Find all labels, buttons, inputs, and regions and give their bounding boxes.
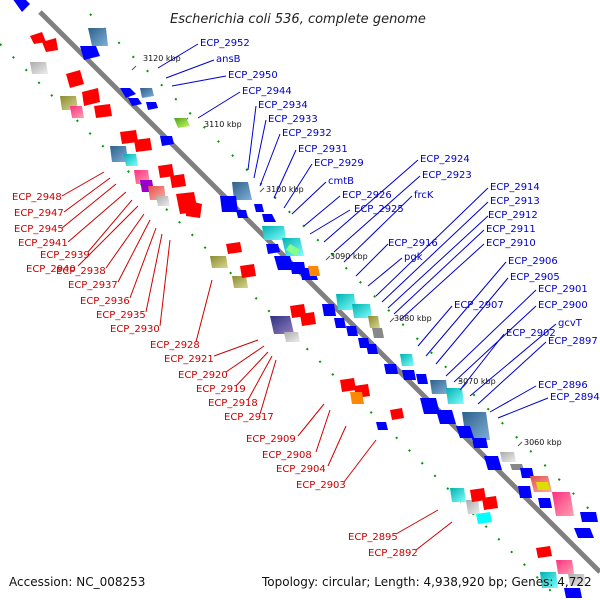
gene-label[interactable]: ECP_2923 <box>422 170 472 181</box>
gene-label[interactable]: ECP_2932 <box>282 128 332 139</box>
label-lines-red <box>61 171 453 551</box>
gene-label[interactable]: ECP_2900 <box>538 300 588 311</box>
gene-label[interactable]: ECP_2947 <box>14 208 64 219</box>
label-lines-blue <box>157 43 557 419</box>
gene-label[interactable]: gcvT <box>558 318 583 329</box>
gene-label[interactable]: ECP_2911 <box>486 224 536 235</box>
gene-label[interactable]: ECP_2952 <box>200 38 250 49</box>
gene-label[interactable]: ECP_2895 <box>348 532 398 543</box>
gene-label[interactable]: ECP_2938 <box>56 266 106 277</box>
gene-label[interactable]: ECP_2941 <box>18 238 68 249</box>
tick-label: 3070 kbp <box>458 377 496 386</box>
gene-label[interactable]: ECP_2892 <box>368 548 418 559</box>
gene-label[interactable]: ECP_2926 <box>342 190 392 201</box>
gene-label[interactable]: ECP_2948 <box>12 192 62 203</box>
gene-label[interactable]: ECP_2897 <box>548 336 598 347</box>
gene-label[interactable]: pgk <box>404 252 423 263</box>
accession-text: Accession: NC_008253 <box>9 575 145 589</box>
gene-label[interactable]: ECP_2908 <box>262 450 312 461</box>
gene-label[interactable]: ECP_2939 <box>40 250 90 261</box>
gene-label[interactable]: ECP_2918 <box>208 398 258 409</box>
gene-label[interactable]: frcK <box>414 190 434 201</box>
gene-label[interactable]: ECP_2912 <box>488 210 538 221</box>
gene-label[interactable]: ECP_2909 <box>246 434 296 445</box>
gene-label[interactable]: ECP_2930 <box>110 324 160 335</box>
tick-label: 3100 kbp <box>266 185 304 194</box>
gene-label[interactable]: ansB <box>216 54 241 65</box>
gene-label[interactable]: ECP_2905 <box>510 272 560 283</box>
gene-label[interactable]: ECP_2924 <box>420 154 470 165</box>
gene-label[interactable]: ECP_2917 <box>224 412 274 423</box>
gene-label[interactable]: ECP_2934 <box>258 100 308 111</box>
gene-label[interactable]: ECP_2914 <box>490 182 540 193</box>
reverse-genes <box>30 32 586 586</box>
topology-text: Topology: circular; Length: 4,938,920 bp… <box>261 575 592 589</box>
tick-label: 3090 kbp <box>330 252 368 261</box>
gene-label[interactable]: ECP_2919 <box>196 384 246 395</box>
gene-label[interactable]: ECP_2894 <box>550 392 600 403</box>
gene-label[interactable]: ECP_2937 <box>68 280 118 291</box>
gene-label[interactable]: ECP_2913 <box>490 196 540 207</box>
gene-label[interactable]: ECP_2906 <box>508 256 558 267</box>
gene-label[interactable]: ECP_2903 <box>296 480 346 491</box>
gene-label[interactable]: ECP_2950 <box>228 70 278 81</box>
gene-label[interactable]: ECP_2901 <box>538 284 588 295</box>
gene-label[interactable]: ECP_2910 <box>486 238 536 249</box>
gene-label[interactable]: ECP_2936 <box>80 296 130 307</box>
gene-labels-red: ECP_2948 ECP_2947 ECP_2945 ECP_2941 ECP_… <box>12 192 418 559</box>
tick-label: 3110 kbp <box>204 120 242 129</box>
gene-label[interactable]: ECP_2916 <box>388 238 438 249</box>
tick-label: 3120 kbp <box>143 54 181 63</box>
map-title: Escherichia coli 536, complete genome <box>170 12 426 27</box>
gene-label[interactable]: ECP_2920 <box>178 370 228 381</box>
tick-marks <box>131 65 523 447</box>
gene-label[interactable]: ECP_2945 <box>14 224 64 235</box>
gene-label[interactable]: ECP_2921 <box>164 354 214 365</box>
gene-label[interactable]: ECP_2935 <box>96 310 146 321</box>
gene-label[interactable]: ECP_2944 <box>242 86 292 97</box>
gene-label[interactable]: ECP_2907 <box>454 300 504 311</box>
gene-label[interactable]: ECP_2902 <box>506 328 556 339</box>
gene-label[interactable]: ECP_2896 <box>538 380 588 391</box>
gene-labels-blue: ECP_2952 ansB ECP_2950 ECP_2944 ECP_2934… <box>200 38 600 403</box>
forward-genes <box>13 0 598 598</box>
gene-label[interactable]: ECP_2904 <box>276 464 326 475</box>
gene-label[interactable]: ECP_2931 <box>298 144 348 155</box>
gene-label[interactable]: ECP_2928 <box>150 340 200 351</box>
gene-label[interactable]: ECP_2933 <box>268 114 318 125</box>
gene-label[interactable]: ECP_2925 <box>354 204 404 215</box>
gene-label[interactable]: cmtB <box>328 176 354 187</box>
gene-label[interactable]: ECP_2929 <box>314 158 364 169</box>
tick-label: 3060 kbp <box>524 438 562 447</box>
tick-label: 3080 kbp <box>394 314 432 323</box>
gene-label[interactable]: ECP_2940 <box>26 264 76 275</box>
